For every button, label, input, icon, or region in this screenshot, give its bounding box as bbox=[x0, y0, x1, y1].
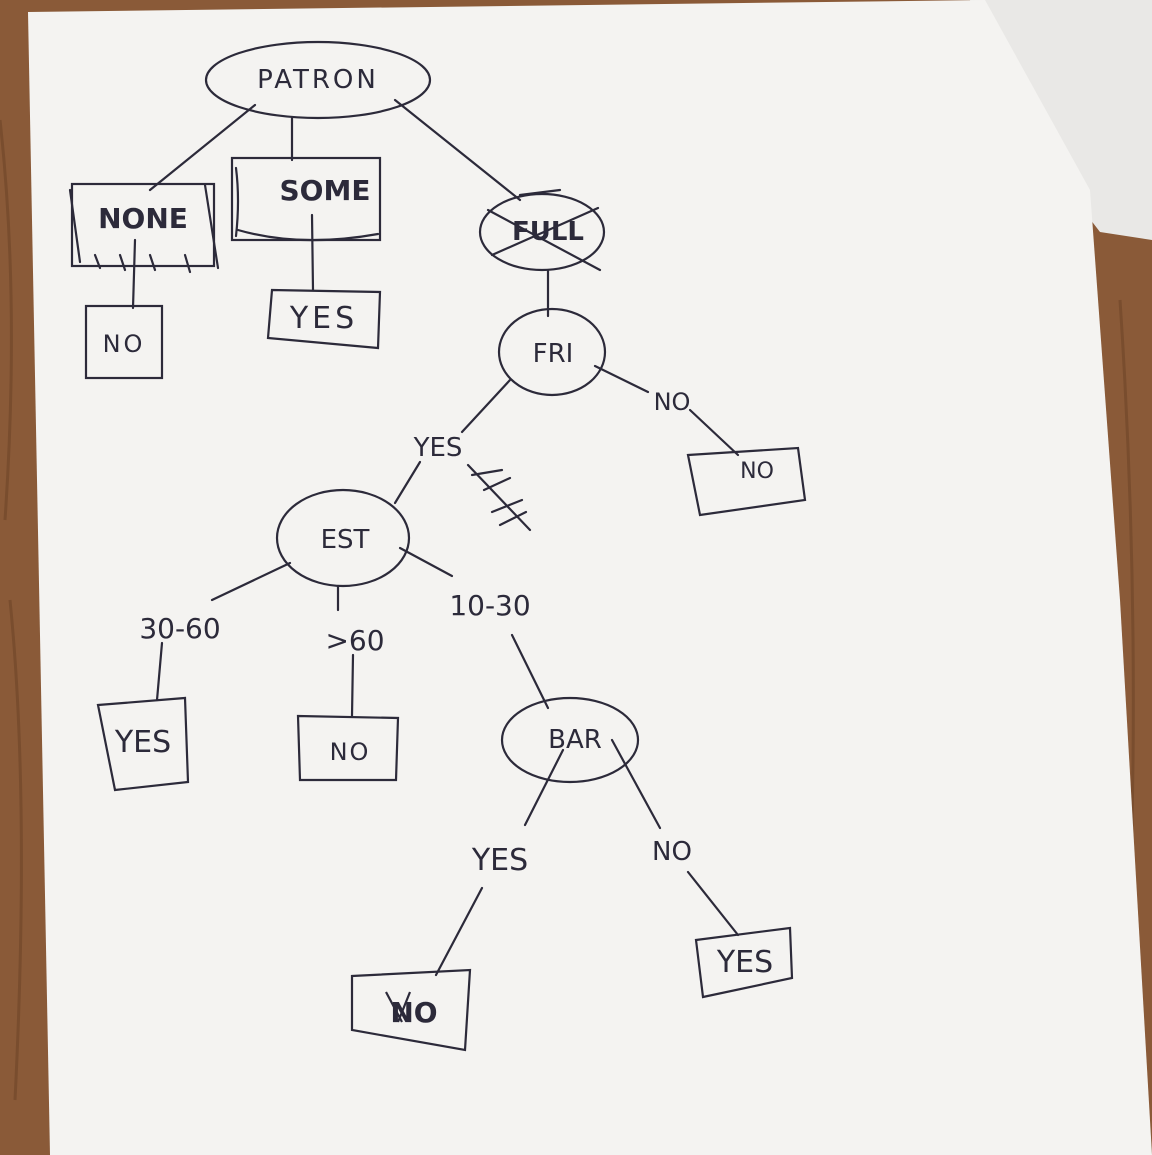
edge-none-no bbox=[131, 238, 137, 310]
edge-fri-yes-2 bbox=[393, 460, 422, 505]
none-node bbox=[70, 182, 216, 268]
edge-root-full bbox=[393, 98, 522, 202]
edge-fri-yes-label: YES bbox=[413, 433, 463, 463]
est-node bbox=[275, 488, 411, 588]
edge-est-3060 bbox=[210, 561, 292, 602]
edge-gt60-label: >60 bbox=[325, 624, 384, 657]
leaf-bar-no bbox=[694, 926, 794, 999]
edge-fri-no-label: NO bbox=[654, 388, 691, 416]
leaf-bar-no-label: YES bbox=[716, 945, 773, 980]
leaf-none-no bbox=[84, 304, 164, 380]
leaf-none-no-label: NO bbox=[103, 330, 146, 358]
edge-1030-bar bbox=[510, 633, 550, 710]
root-node bbox=[204, 40, 432, 120]
bar-node bbox=[500, 696, 640, 784]
leaf-some-yes bbox=[266, 288, 382, 350]
edge-fri-yes bbox=[460, 378, 512, 434]
leaf-est-no-label: NO bbox=[330, 738, 371, 766]
paper-sheet bbox=[28, 0, 1152, 1155]
leaf-est-yes bbox=[96, 696, 190, 792]
none-label: NONE bbox=[98, 202, 188, 235]
leaf-est-yes-label: YES bbox=[114, 725, 171, 760]
edge-fri-no-2 bbox=[688, 408, 740, 457]
edge-root-none bbox=[148, 103, 257, 192]
edge-bar-yes bbox=[523, 748, 565, 827]
some-label: SOME bbox=[280, 174, 371, 207]
root-label: PATRON bbox=[257, 65, 379, 95]
edge-bar-no-label: NO bbox=[652, 837, 692, 867]
edge-3060-label: 30-60 bbox=[139, 612, 220, 645]
edge-3060-yes bbox=[155, 641, 164, 702]
full-label: FULL bbox=[512, 217, 584, 247]
leaf-est-no bbox=[296, 714, 400, 782]
edge-some-yes bbox=[310, 213, 315, 292]
fri-node bbox=[497, 307, 607, 397]
tree-lines bbox=[68, 40, 807, 1052]
est-label: EST bbox=[321, 525, 370, 555]
edge-1030-label: 10-30 bbox=[449, 589, 530, 622]
edge-bar-yes-2 bbox=[434, 886, 484, 977]
edge-bar-no bbox=[610, 738, 662, 830]
leaf-fri-no-label: NO bbox=[740, 459, 774, 484]
edge-fri-no bbox=[593, 364, 650, 394]
full-node bbox=[478, 192, 606, 272]
leaf-some-yes-label: YES bbox=[289, 301, 358, 336]
leaf-bar-yes-label: NO bbox=[390, 996, 437, 1029]
edge-bar-yes-label: YES bbox=[471, 843, 528, 878]
leaf-fri-no bbox=[686, 446, 807, 517]
bar-label: BAR bbox=[548, 725, 602, 755]
leaf-bar-yes-scribble bbox=[385, 991, 412, 1023]
fri-label: FRI bbox=[533, 339, 574, 369]
edge-bar-no-2 bbox=[686, 870, 740, 937]
leaf-bar-yes bbox=[350, 968, 472, 1052]
edge-est-1030 bbox=[398, 546, 454, 578]
edge-gt60-no bbox=[350, 653, 355, 718]
